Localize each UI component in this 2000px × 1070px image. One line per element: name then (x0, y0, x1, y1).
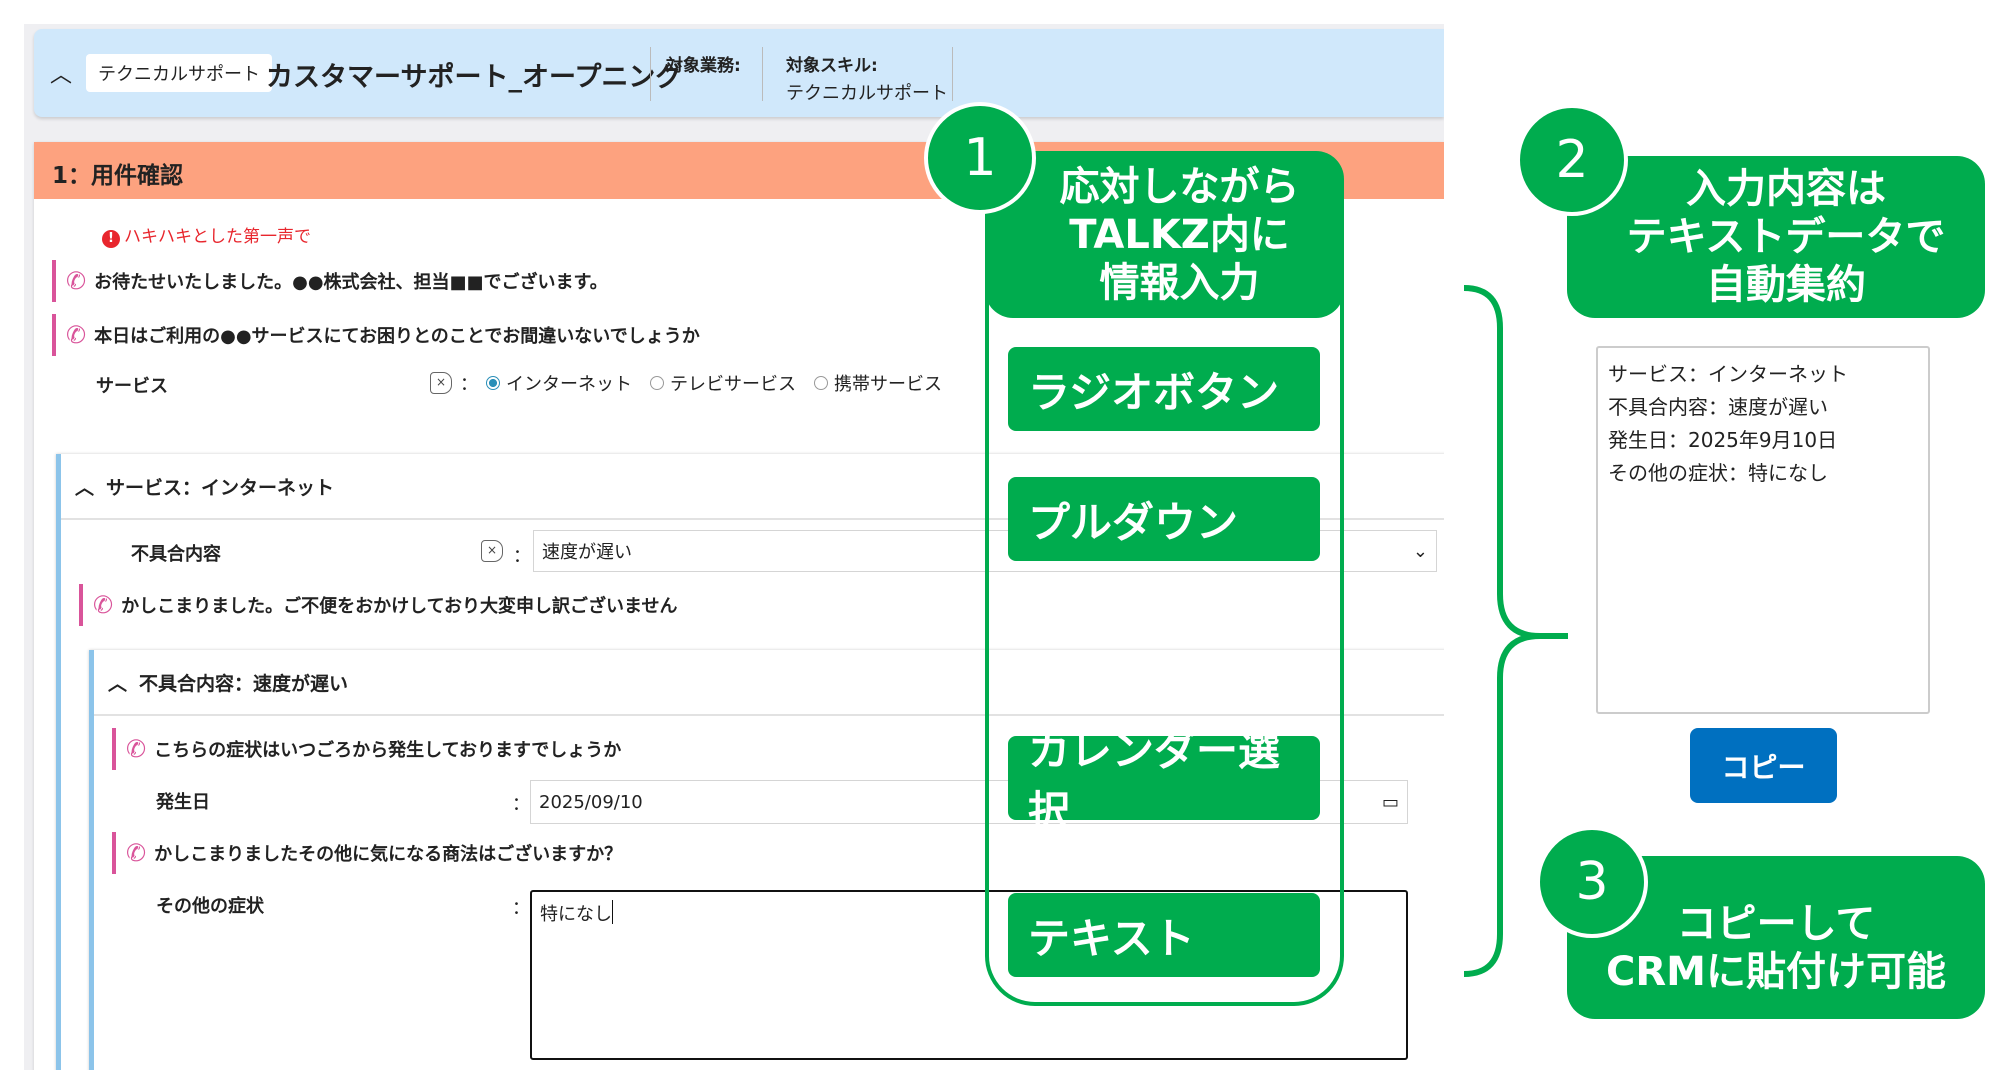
script-line: ✆ 本日はご利用の●●サービスにてお困りとのことでお間違いないでしょうか (52, 314, 700, 356)
summary-line: 発生日：2025年9月10日 (1608, 428, 1838, 452)
step-2-badge: 2 (1516, 104, 1628, 216)
chevron-up-icon[interactable]: ︿ (50, 63, 73, 88)
radio-mobile[interactable]: 携帯サービス (814, 370, 942, 396)
step-3-badge: 3 (1536, 826, 1648, 938)
target-business-label: 対象業務: (666, 56, 741, 76)
warning-text: ハキハキとした第一声で (124, 227, 311, 247)
colon: ： (512, 794, 530, 815)
label-pulldown: プルダウン (1008, 477, 1320, 561)
divider (952, 47, 953, 101)
calendar-icon[interactable]: ▭ (1381, 791, 1399, 813)
chevron-up-icon[interactable]: ︿ (108, 672, 128, 695)
annotation-text: 応対しながら (1059, 163, 1300, 210)
phone-icon: ✆ (126, 839, 147, 867)
issue-label: 不具合内容 (131, 544, 221, 565)
chevron-down-icon[interactable]: ⌄ (1412, 540, 1428, 562)
category-tag: テクニカルサポート (86, 54, 272, 92)
label-radio-button: ラジオボタン (1008, 347, 1320, 431)
script-text: こちらの症状はいつごろから発生しておりますでしょうか (154, 740, 622, 761)
curly-brace (1463, 285, 1568, 977)
warning-note: !ハキハキとした第一声で (102, 222, 311, 248)
annotation-text: コピーして (1676, 900, 1876, 947)
script-line: ✆ かしこまりましたその他に気になる商法はございますか？ (112, 832, 622, 874)
clear-icon[interactable]: × (430, 372, 452, 394)
script-text: かしこまりましたその他に気になる商法はございますか？ (154, 844, 623, 865)
step-1-badge: 1 (924, 102, 1036, 214)
script-line: ✆ お待たせいたしました。●●株式会社、担当■■でございます。 (52, 260, 608, 302)
phone-icon: ✆ (93, 591, 114, 619)
issue-panel-header[interactable]: ︿ 不具合内容：速度が遅い (94, 650, 1444, 716)
date-value: 2025/09/10 (539, 791, 643, 813)
annotation-box-1: 応対しながら TALKZ内に 情報入力 (985, 151, 1344, 318)
annotation-text: 入力内容は (1686, 166, 1886, 212)
textarea-value: 特になし (540, 904, 612, 925)
label-text: テキスト (1008, 893, 1320, 977)
copy-button[interactable]: コピー (1690, 728, 1837, 803)
annotation-text: テキストデータで (1626, 214, 1946, 260)
colon: ： (460, 374, 478, 395)
radio-button[interactable] (814, 376, 828, 390)
select-value: 速度が遅い (542, 542, 632, 563)
annotation-text: 自動集約 (1706, 262, 1866, 308)
target-skill-value: テクニカルサポート (786, 83, 948, 104)
phone-icon: ✆ (126, 735, 147, 763)
service-label: サービス (96, 376, 168, 397)
summary-line: 不具合内容：速度が遅い (1608, 395, 1828, 419)
radio-label: テレビサービス (670, 374, 796, 395)
radio-button[interactable] (650, 376, 664, 390)
summary-textarea[interactable]: サービス：インターネット 不具合内容：速度が遅い 発生日：2025年9月10日 … (1596, 346, 1930, 714)
radio-label: 携帯サービス (834, 374, 942, 395)
chevron-up-icon[interactable]: ︿ (75, 476, 95, 499)
alert-icon: ! (102, 230, 120, 248)
divider (762, 47, 763, 101)
script-header: ︿ テクニカルサポート カスタマーサポート_オープニング 対象業務: 対象スキル… (34, 29, 1444, 117)
annotation-box-2: 入力内容は テキストデータで 自動集約 (1567, 156, 1985, 318)
target-skill-label: 対象スキル: (786, 56, 878, 76)
other-symptoms-label: その他の症状 (156, 896, 264, 917)
annotation-text: 情報入力 (1099, 259, 1260, 306)
clear-icon[interactable]: × (481, 540, 503, 562)
issue-panel: ︿ 不具合内容：速度が遅い ✆ こちらの症状はいつごろから発生しておりますでしょうか… (89, 650, 1444, 1070)
radio-internet[interactable]: インターネット (486, 370, 632, 396)
service-panel-header[interactable]: ︿ サービス：インターネット (61, 454, 1444, 520)
date-label: 発生日 (156, 792, 210, 813)
divider (650, 47, 651, 101)
phone-icon: ✆ (66, 321, 87, 349)
label-calendar: カレンダー選択 (1008, 726, 1320, 836)
text-cursor (612, 900, 613, 924)
script-line: ✆ こちらの症状はいつごろから発生しておりますでしょうか (112, 728, 621, 770)
annotation-text: CRMに貼付け可能 (1606, 948, 1946, 995)
colon: ： (512, 898, 530, 919)
panel-title: 不具合内容：速度が遅い (139, 672, 349, 695)
panel-title: サービス：インターネット (106, 476, 335, 499)
summary-line: その他の症状：特になし (1608, 461, 1828, 485)
page-title: カスタマーサポート_オープニング (266, 62, 683, 93)
script-text: 本日はご利用の●●サービスにてお困りとのことでお間違いないでしょうか (94, 326, 700, 347)
phone-icon: ✆ (66, 267, 87, 295)
script-text: お待たせいたしました。●●株式会社、担当■■でございます。 (94, 272, 608, 293)
service-radio-group: × ： インターネット テレビサービス 携帯サービス (430, 370, 952, 396)
radio-tv[interactable]: テレビサービス (650, 370, 796, 396)
colon: ： (513, 546, 531, 567)
radio-button[interactable] (486, 376, 500, 390)
radio-label: インターネット (506, 374, 632, 395)
summary-line: サービス：インターネット (1608, 362, 1848, 386)
script-text: かしこまりました。ご不便をおかけしており大変申し訳ございません (121, 596, 678, 617)
script-line: ✆ かしこまりました。ご不便をおかけしており大変申し訳ございません (79, 584, 678, 626)
annotation-text: TALKZ内に (1069, 211, 1290, 258)
